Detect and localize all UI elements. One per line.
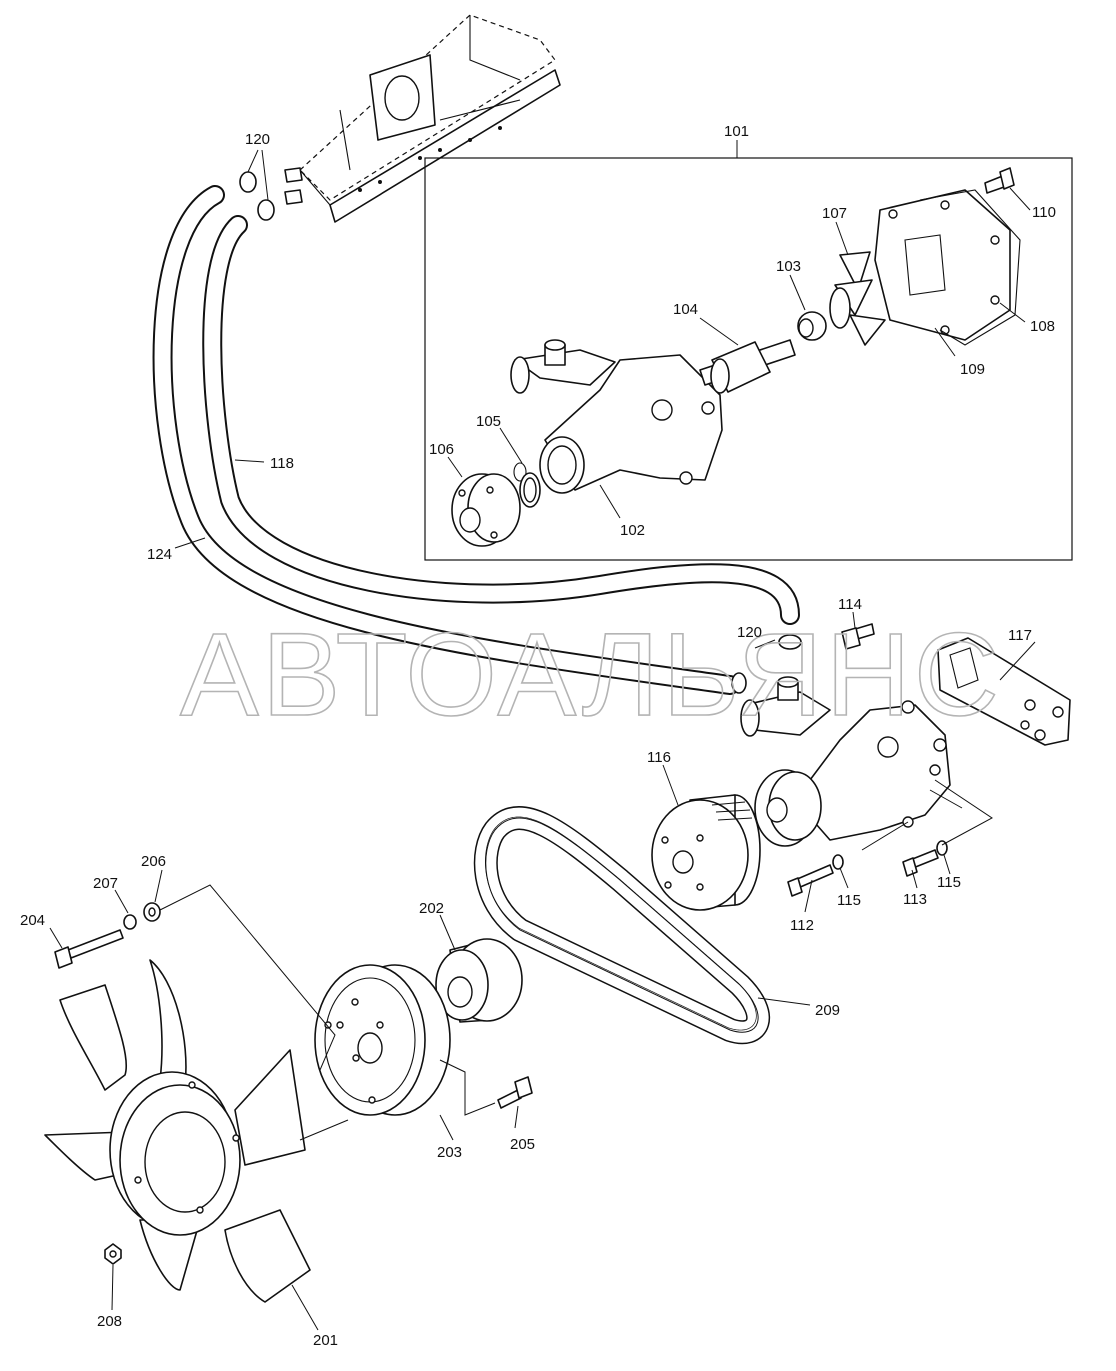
callout-120-lower: 120 <box>737 624 762 641</box>
callout-204: 204 <box>20 912 45 929</box>
bolt-205 <box>497 1076 533 1109</box>
pump-shaft-bearing-104 <box>699 339 796 394</box>
impeller-107 <box>829 251 886 346</box>
callout-205: 205 <box>510 1136 535 1153</box>
circlip-105 <box>513 462 541 508</box>
callout-110: 110 <box>1032 204 1056 221</box>
callout-103: 103 <box>776 258 801 275</box>
thermostat-housing <box>284 14 561 223</box>
bolt-114 <box>841 623 875 650</box>
hose-124 <box>152 185 740 695</box>
callout-101: 101 <box>724 123 749 140</box>
callout-107: 107 <box>822 205 847 222</box>
callout-206: 206 <box>141 853 166 870</box>
callout-115-b: 115 <box>937 874 961 891</box>
watermark: АВТОАЛЬЯНС <box>180 609 1002 741</box>
pulley-bolt-lines <box>439 1059 496 1116</box>
callout-105: 105 <box>476 413 501 430</box>
callout-201: 201 <box>313 1332 338 1349</box>
bolt-204 <box>54 929 124 969</box>
callout-114: 114 <box>838 596 862 613</box>
hose-118 <box>202 215 800 625</box>
pump-pulley-116 <box>651 794 761 911</box>
water-pump-assembly <box>740 676 951 847</box>
callout-109: 109 <box>960 361 985 378</box>
callout-209: 209 <box>815 1002 840 1019</box>
washer-206 <box>143 902 161 922</box>
washer-115-right <box>936 840 948 856</box>
hose-clamp-120-upper <box>239 171 275 221</box>
callout-106: 106 <box>429 441 454 458</box>
hose-clamp-120-lower <box>731 634 802 694</box>
callout-207: 207 <box>93 875 118 892</box>
callout-202: 202 <box>419 900 444 917</box>
water-pump-kit-frame <box>424 157 1073 561</box>
leader-lines <box>49 140 1036 1331</box>
callout-124: 124 <box>147 546 172 563</box>
callout-117: 117 <box>1008 627 1032 644</box>
callout-102: 102 <box>620 522 645 539</box>
pump-cover-plate-109 <box>874 189 1011 341</box>
callout-112: 112 <box>790 917 814 934</box>
washer-115-left <box>832 854 844 870</box>
bolt-110 <box>984 167 1015 194</box>
callout-labels: 101 102 103 104 105 106 107 108 109 110 … <box>20 123 1056 1349</box>
fan-bolt-pattern-lines <box>159 884 349 1141</box>
fan-201 <box>44 959 311 1303</box>
bolt-112 <box>787 864 834 897</box>
callout-118: 118 <box>270 455 294 472</box>
gasket-117 <box>937 637 1071 746</box>
callout-120-upper: 120 <box>245 131 270 148</box>
bolt-113 <box>902 849 939 877</box>
crank-pulley-203 <box>314 964 451 1116</box>
callout-113: 113 <box>903 891 927 908</box>
v-ribbed-belt-209 <box>473 806 770 1045</box>
callout-108: 108 <box>1030 318 1055 335</box>
callout-115-a: 115 <box>837 892 861 909</box>
water-pump-housing-102 <box>510 339 723 494</box>
nut-208 <box>104 1243 122 1265</box>
callout-104: 104 <box>673 301 698 318</box>
callout-203: 203 <box>437 1144 462 1161</box>
washer-207 <box>123 914 137 930</box>
spacer-202 <box>435 938 523 1023</box>
callout-116: 116 <box>647 749 671 766</box>
seal-103 <box>797 311 827 341</box>
gasket-108 <box>919 189 1021 346</box>
callout-208: 208 <box>97 1313 122 1330</box>
assembly-bracket-lines <box>861 779 993 851</box>
pump-hub-106 <box>451 473 521 547</box>
